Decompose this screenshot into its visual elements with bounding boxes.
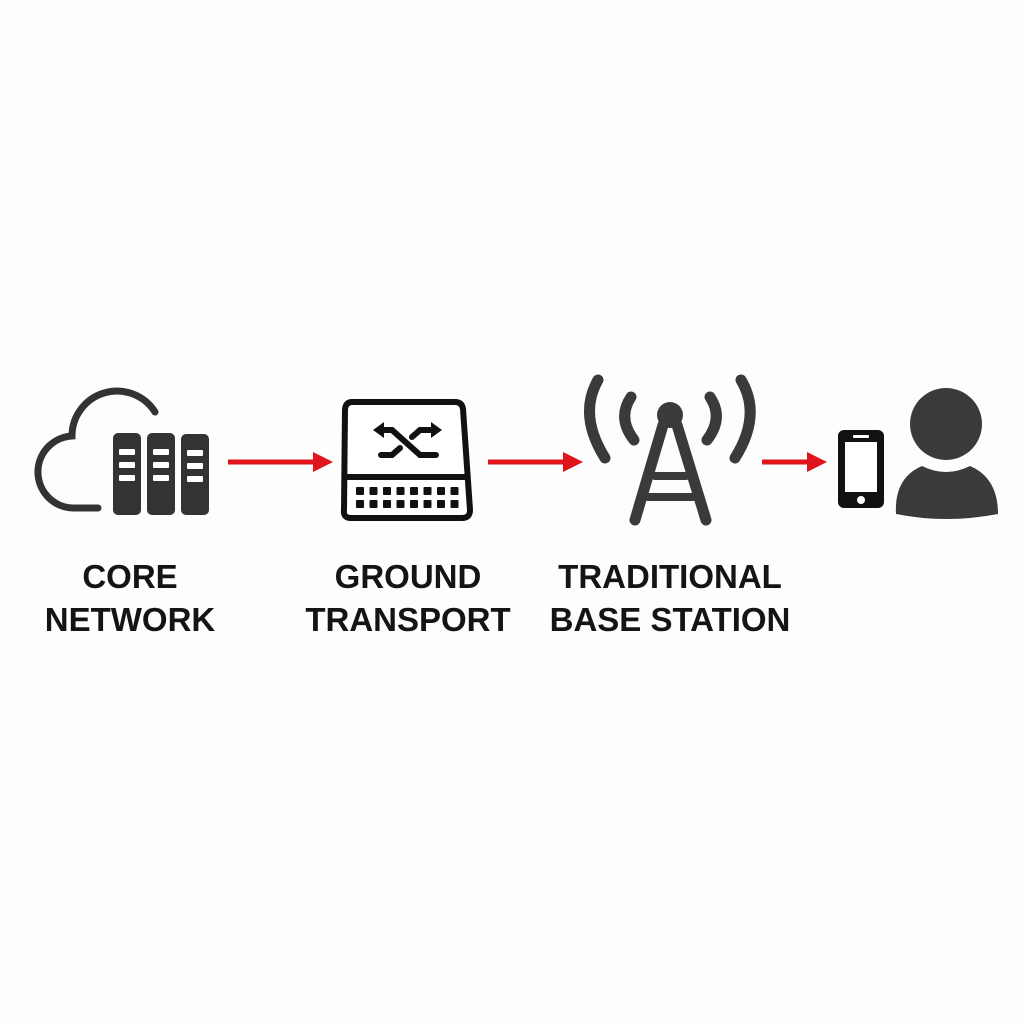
- ground-transport-label-line2: TRANSPORT: [305, 601, 510, 638]
- ground-transport-label-line1: GROUND: [335, 558, 482, 595]
- core-network-label-line2: NETWORK: [45, 601, 216, 638]
- switch-port: [383, 487, 391, 495]
- switch-port: [450, 500, 459, 508]
- switch-port: [356, 500, 364, 508]
- switch-port: [410, 487, 418, 495]
- switch-port: [369, 500, 378, 508]
- switch-port: [450, 487, 459, 495]
- switch-port: [383, 500, 391, 508]
- switch-port: [423, 487, 432, 495]
- user-icon: [895, 388, 998, 519]
- switch-port: [410, 500, 418, 508]
- base-station-label-line1: TRADITIONAL: [558, 558, 782, 595]
- switch-port: [396, 500, 405, 508]
- core-network-label-line1: CORE: [82, 558, 177, 595]
- cloud-server-icon: [34, 387, 209, 515]
- switch-port: [396, 487, 405, 495]
- switch-port: [369, 487, 378, 495]
- switch-port: [423, 500, 432, 508]
- switch-port: [356, 487, 364, 495]
- network-switch-icon: [340, 399, 473, 521]
- radio-tower-icon: [584, 374, 756, 526]
- switch-port: [437, 500, 445, 508]
- smartphone-icon: [838, 430, 884, 508]
- switch-port: [437, 487, 445, 495]
- base-station-label-line2: BASE STATION: [550, 601, 791, 638]
